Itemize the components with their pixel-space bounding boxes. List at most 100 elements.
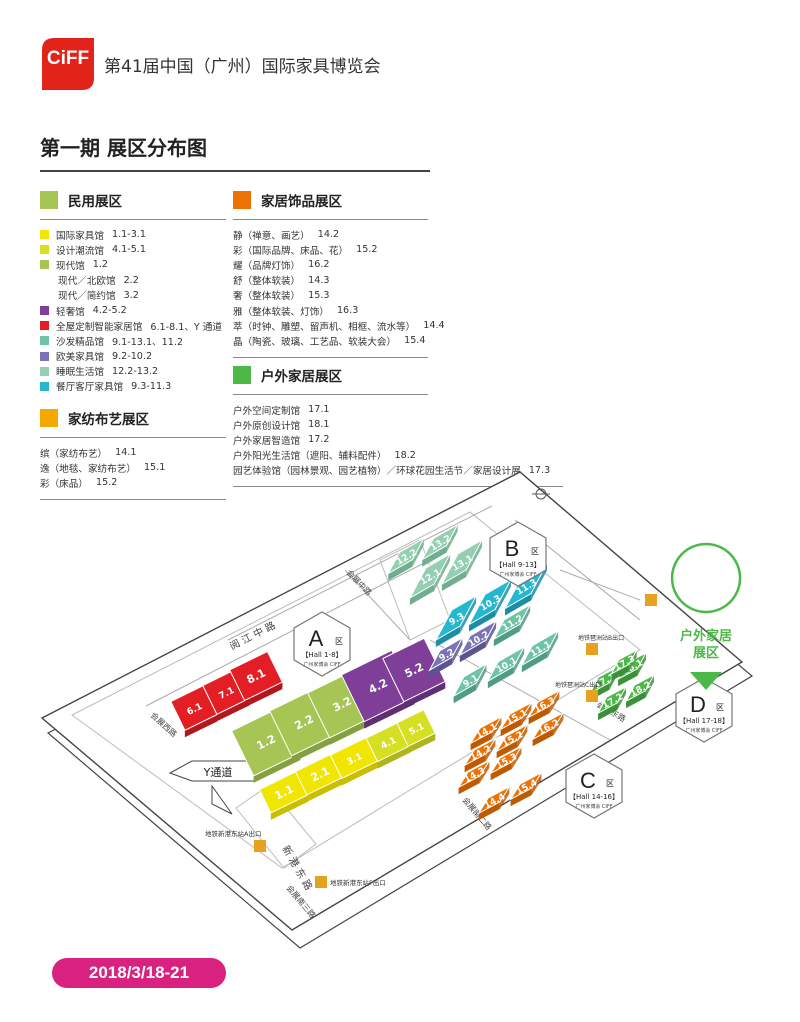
metro-exit-b: 地铁琶洲站B出口 (578, 634, 624, 655)
legend-item-label: 晶（陶瓷、玻璃、工艺品、软装大会） (233, 336, 397, 348)
legend-swatch (40, 321, 49, 331)
legend-swatch (40, 306, 49, 316)
zone-suffix: 区 (606, 779, 614, 788)
title-divider (40, 170, 430, 172)
zone-halls: 【Hall 9-13】 (495, 561, 541, 569)
hall-roof (420, 523, 460, 561)
hall-side (531, 772, 542, 795)
zone-org: 广州家博会 CIFF (575, 803, 612, 810)
legend-divider (233, 485, 563, 487)
hall-roof (499, 701, 533, 731)
hall-roof (440, 538, 484, 586)
legend-item-code: 18.1 (308, 419, 330, 431)
logo-text: CiFF (46, 48, 90, 69)
metro-exit-f: 地铁新港东站F出口 (315, 876, 386, 888)
zone-c-marker: C 区 【Hall 14-16】 广州家博会 CIFF (565, 753, 623, 819)
hall-roof (396, 709, 436, 747)
hall-side (452, 637, 463, 665)
hall-roof (596, 685, 628, 715)
legend-item-label: 沙发精品馆 (56, 336, 104, 348)
hall-side (422, 545, 447, 567)
hall-side (412, 538, 424, 567)
legend-item: 逸（地毯、家纺布艺）15.1 (40, 460, 226, 475)
hall-side (521, 702, 532, 725)
hall-side (645, 674, 654, 698)
event-title: 第41届中国（广州）国际家具博览会 (104, 56, 381, 77)
legend-item-code: 1.2 (92, 259, 109, 271)
hall-roof (469, 715, 503, 745)
legend-item: 彩（床品）15.2 (40, 475, 226, 490)
zone-hexagon-icon (293, 611, 351, 677)
hall-side (270, 794, 309, 820)
legend-item-label: 户外空间定制馆 (233, 405, 301, 417)
zone-hexagon-icon (565, 753, 623, 819)
legend-item-label: 户外原创设计馆 (233, 420, 301, 432)
metro-exit-c: 地铁琶洲站C出口 (555, 681, 601, 702)
zone-org: 广州家博会 CIFF (303, 661, 340, 668)
legend-item-code: 14.2 (317, 229, 340, 241)
legend-decor: 家居饰品展区 静（禅意、画艺）14.2 彩（国际品牌、床品、花）15.2 耀（品… (233, 187, 445, 365)
hall-roof (458, 619, 498, 657)
exhibition-hall: 9.3 (434, 594, 478, 648)
hall-side (478, 801, 500, 821)
zone-suffix: 区 (716, 703, 724, 712)
legend-item-label: 国际家具馆 (56, 230, 104, 242)
zone-letter: B (505, 536, 520, 561)
hall-side (637, 652, 646, 676)
hall-side (453, 683, 477, 704)
hall-side (547, 630, 559, 658)
y-channel-label: Y通道 (203, 765, 233, 779)
legend-item-label: 睡眠生活馆 (56, 367, 104, 379)
legend-item-code: 15.2 (95, 477, 118, 489)
hall-side (459, 640, 486, 663)
hall-side (493, 624, 520, 647)
zone-d-marker: D 区 【Hall 17-18】 广州家博会 CIFF (675, 677, 733, 743)
hall-side (446, 524, 458, 553)
hall-roof (452, 662, 488, 698)
exhibition-hall: 8.1 (229, 650, 283, 708)
hall-side (403, 681, 446, 709)
legend-item-code: 18.2 (394, 449, 416, 461)
exhibition-hall: 12.1 (408, 552, 452, 606)
legend-item: 萃（时钟、雕塑、留声机、相框、流水等）14.4 (233, 318, 445, 333)
legend-item-code: 9.1-13.1、11.2 (111, 336, 184, 348)
legend-item-label: 轻奢馆 (56, 306, 85, 318)
exhibition-hall: 15.3 (489, 745, 523, 781)
legend-divider (40, 437, 226, 438)
header: CiFF 第41届中国（广州）国际家具博览会 (40, 34, 381, 94)
hall-side (517, 724, 528, 747)
exhibition-hall: 16.3 (527, 689, 561, 725)
legend-swatch (40, 366, 49, 376)
legend-item-label: 逸（地毯、家纺布艺） (40, 463, 136, 475)
pin-tail-icon (690, 672, 722, 690)
exhibition-hall: 6.1 (170, 685, 218, 738)
legend-swatch (40, 351, 49, 361)
hall-side (408, 733, 436, 754)
hall-roof (382, 637, 446, 703)
exhibition-hall: 10.1 (486, 645, 526, 689)
legend-item-code: 17.1 (308, 404, 330, 416)
metro-icon (315, 876, 327, 888)
legend-divider (233, 356, 428, 358)
hall-roof (492, 603, 532, 641)
hall-roof (408, 552, 452, 600)
hall-side (253, 753, 301, 783)
legend-item: 静（禅意、画艺）14.2 (233, 227, 428, 242)
outdoor-pin-line-1: 户外家居 (680, 628, 732, 644)
outdoor-zone-pin: 户外家居 展区 (670, 542, 742, 690)
hall-side (485, 620, 497, 648)
hall-side (505, 593, 532, 616)
legend-outdoor-title: 户外家居展区 (261, 369, 342, 385)
legend-item-code: 1.1-3.1 (111, 229, 146, 241)
hall-roof (463, 737, 497, 767)
hall-side (458, 775, 480, 795)
legend-civil-header: 民用展区 (40, 187, 226, 213)
hall-side (487, 666, 514, 689)
